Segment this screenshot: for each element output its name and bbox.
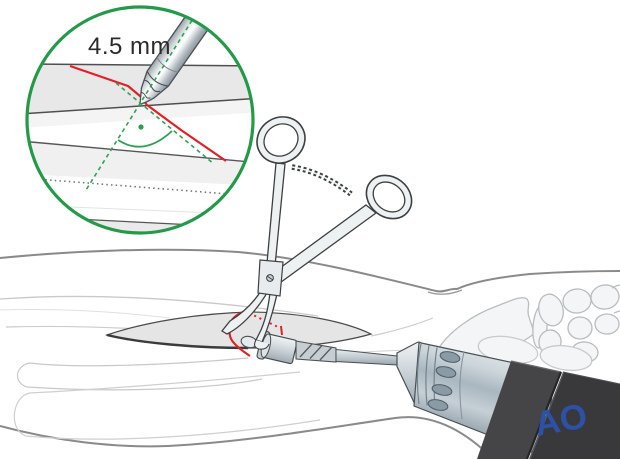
handle-divider-highlight bbox=[529, 372, 565, 459]
forceps-ratchet-highlight bbox=[291, 166, 352, 195]
fracture-dotted-end-tick bbox=[280, 325, 283, 336]
wrist-bones bbox=[436, 284, 620, 372]
angle-vertex-dot bbox=[138, 124, 144, 130]
hemostat-forceps bbox=[221, 116, 413, 350]
drill-bit-flutes bbox=[295, 340, 337, 363]
bone-behind-drill bbox=[539, 344, 593, 372]
drill-handle: AO bbox=[477, 360, 620, 459]
carpal-bone bbox=[594, 313, 620, 335]
fracture-line-solid bbox=[228, 310, 251, 357]
mirror-axis-guide bbox=[115, 82, 215, 165]
forceps-ring-left bbox=[256, 116, 306, 164]
forearm bbox=[0, 248, 620, 459]
inset-border-circle bbox=[25, 5, 255, 235]
pivot-screw-slot bbox=[266, 275, 274, 281]
forceps-jaw-tip-curl bbox=[253, 339, 270, 350]
metacarpal-line bbox=[613, 310, 620, 314]
handle-bevel bbox=[510, 360, 562, 373]
drill-sleeve bbox=[256, 330, 298, 365]
drill-handle-main-block bbox=[529, 372, 620, 459]
incision bbox=[104, 311, 373, 350]
forearm-bottom-contour bbox=[0, 416, 493, 459]
angle-arc bbox=[117, 130, 173, 148]
carpal-bone bbox=[590, 284, 620, 310]
forearm-top-contour bbox=[0, 248, 620, 293]
forceps-ratchet bbox=[291, 164, 353, 197]
fracture bbox=[228, 310, 283, 357]
carpal-bone bbox=[538, 293, 564, 327]
wrist-crease-line bbox=[427, 289, 463, 295]
power-drill: AO bbox=[240, 330, 620, 459]
inset-magnifier: 4.5 mm bbox=[25, 5, 255, 235]
forceps-ring-right bbox=[365, 174, 413, 220]
inset-angle-guides bbox=[85, 13, 215, 191]
incision-lower-edge bbox=[106, 333, 249, 350]
drill-axis-guide bbox=[85, 13, 197, 191]
drill-handle-front-block bbox=[477, 361, 561, 459]
carpal-bone bbox=[562, 288, 592, 314]
handle-divider bbox=[525, 371, 563, 459]
handle-bevel bbox=[562, 371, 620, 385]
ao-brand-logo: AO bbox=[532, 396, 590, 444]
inset-measurement-label: 4.5 mm bbox=[88, 33, 171, 60]
drill-grip-buttons bbox=[427, 351, 461, 411]
forceps-handle-left bbox=[265, 162, 286, 277]
carpal-bone bbox=[567, 316, 593, 340]
